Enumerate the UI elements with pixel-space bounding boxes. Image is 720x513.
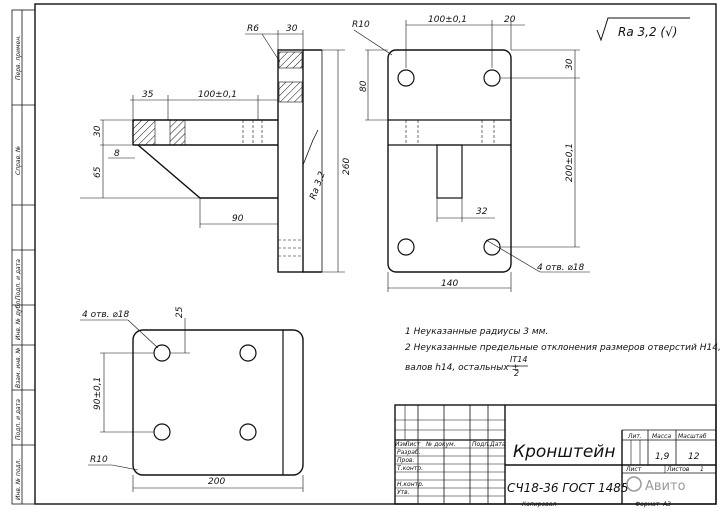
watermark-logo-icon — [626, 476, 642, 492]
tb-listov-value: 1 — [700, 466, 704, 473]
bottom-dim-90: 90±0,1 — [93, 377, 103, 410]
margin-label-orig-no: Инв. № подл. — [15, 459, 22, 500]
tb-format-value: А3 — [662, 501, 671, 508]
technical-notes: 1 Неуказанные радиусы 3 мм. 2 Неуказанны… — [405, 327, 720, 378]
front-dim-20: 20 — [504, 15, 516, 25]
tb-col-date: Дата — [489, 441, 506, 448]
bottom-dim-r10: R10 — [90, 455, 108, 465]
side-dim-r6: R6 — [247, 24, 259, 34]
tb-listov: Листов — [666, 466, 690, 473]
margin-label-sign-date-1: Подп. и дата — [15, 259, 22, 300]
top-dim-90: 90 — [232, 214, 244, 224]
sheet-frame — [34, 3, 717, 505]
top-view — [80, 95, 278, 228]
front-view — [353, 20, 590, 292]
front-dim-200: 200±0,1 — [565, 143, 575, 182]
top-dim-65: 65 — [93, 166, 103, 178]
side-hatch-top — [278, 51, 303, 69]
margin-label-sign-date-2: Подп. и дата — [15, 399, 22, 440]
title-block-labels: Изм Лист № докум. Подп. Дата Разраб. Про… — [395, 433, 707, 508]
tb-utv: Утв. — [397, 489, 410, 496]
front-dim-r10: R10 — [352, 20, 370, 30]
margin-label-dup-no: Инв. № дубл. — [15, 299, 22, 340]
tb-lit: Лит. — [627, 433, 642, 440]
tb-scale-value: 12 — [688, 452, 700, 462]
tb-material: СЧ18-36 ГОСТ 1485 — [507, 481, 628, 495]
left-margin-strip — [11, 9, 36, 505]
tb-format: Формат — [635, 501, 660, 508]
front-dim-140: 140 — [441, 279, 458, 289]
tb-masshtab: Масштаб — [678, 433, 707, 440]
top-dim-30: 30 — [93, 125, 103, 137]
top-dim-100: 100±0,1 — [198, 90, 237, 100]
note-line-2: 2 Неуказанные предельные отклонения разм… — [405, 343, 720, 353]
roughness-text: Ra 3,2 (√) — [618, 25, 677, 39]
side-roughness: Ra 3,2 — [308, 170, 327, 201]
front-dim-80: 80 — [359, 80, 369, 92]
tb-tkontr: Т.контр. — [397, 465, 423, 472]
note-fraction-numerator: IT14 — [510, 355, 527, 364]
side-hatch-mid — [278, 81, 303, 103]
margin-label-replace-no: Взам. инв. № — [15, 347, 22, 388]
tb-col-list: Лист — [404, 441, 421, 448]
top-dim-8: 8 — [114, 149, 120, 159]
front-dim-32: 32 — [476, 207, 488, 217]
side-dim-260: 260 — [342, 158, 352, 175]
tb-list: Лист — [625, 466, 642, 473]
note-fraction-denominator: 2 — [514, 369, 519, 378]
side-view — [245, 30, 345, 273]
tb-nkontr: Н.контр. — [397, 481, 424, 488]
roughness-symbol: Ra 3,2 (√) — [596, 17, 690, 42]
top-dim-35: 35 — [142, 90, 154, 100]
bottom-view-plate — [132, 329, 304, 476]
top-view-dims: 35 100±0,1 30 8 65 90 — [93, 90, 244, 224]
tb-razrab: Разраб. — [397, 449, 421, 456]
watermark-text: Авито — [645, 479, 686, 494]
tb-col-izm: Изм — [395, 441, 408, 448]
front-holes-note: 4 отв. ⌀18 — [537, 263, 585, 273]
tb-massa: Масса — [652, 433, 671, 440]
side-view-outline — [277, 49, 304, 273]
tb-mass-value: 1,9 — [655, 452, 670, 462]
bottom-view — [80, 318, 304, 492]
tb-part-name: Кронштейн — [513, 442, 615, 462]
watermark: Авито — [626, 476, 686, 494]
tb-col-sign: Подп. — [472, 441, 490, 448]
front-view-dims: R10 100±0,1 20 80 30 200±0,1 32 140 4 от… — [352, 15, 585, 289]
front-view-plate — [387, 49, 512, 273]
tb-col-doc: № докум. — [425, 441, 456, 448]
title-block-grid — [394, 404, 717, 505]
bottom-dim-25: 25 — [175, 306, 185, 318]
tb-kopiroval: Копировал — [522, 501, 556, 508]
note-line-3: валов h14, остальных ± — [405, 363, 519, 373]
margin-label-ref-no: Справ. № — [15, 146, 22, 175]
bottom-holes-note: 4 отв. ⌀18 — [82, 310, 130, 320]
left-margin-labels: Перв. примен. Справ. № Подп. и дата Инв.… — [15, 35, 22, 500]
note-line-1: 1 Неуказанные радиусы 3 мм. — [405, 327, 548, 337]
bottom-dim-200: 200 — [208, 477, 225, 487]
front-dim-100: 100±0,1 — [428, 15, 467, 25]
tb-prov: Пров. — [397, 457, 415, 464]
margin-label-first-use: Перв. примен. — [15, 35, 22, 80]
side-dim-30: 30 — [286, 24, 298, 34]
bottom-view-dims: 4 отв. ⌀18 25 90±0,1 R10 200 — [82, 306, 225, 487]
front-dim-30: 30 — [565, 58, 575, 70]
